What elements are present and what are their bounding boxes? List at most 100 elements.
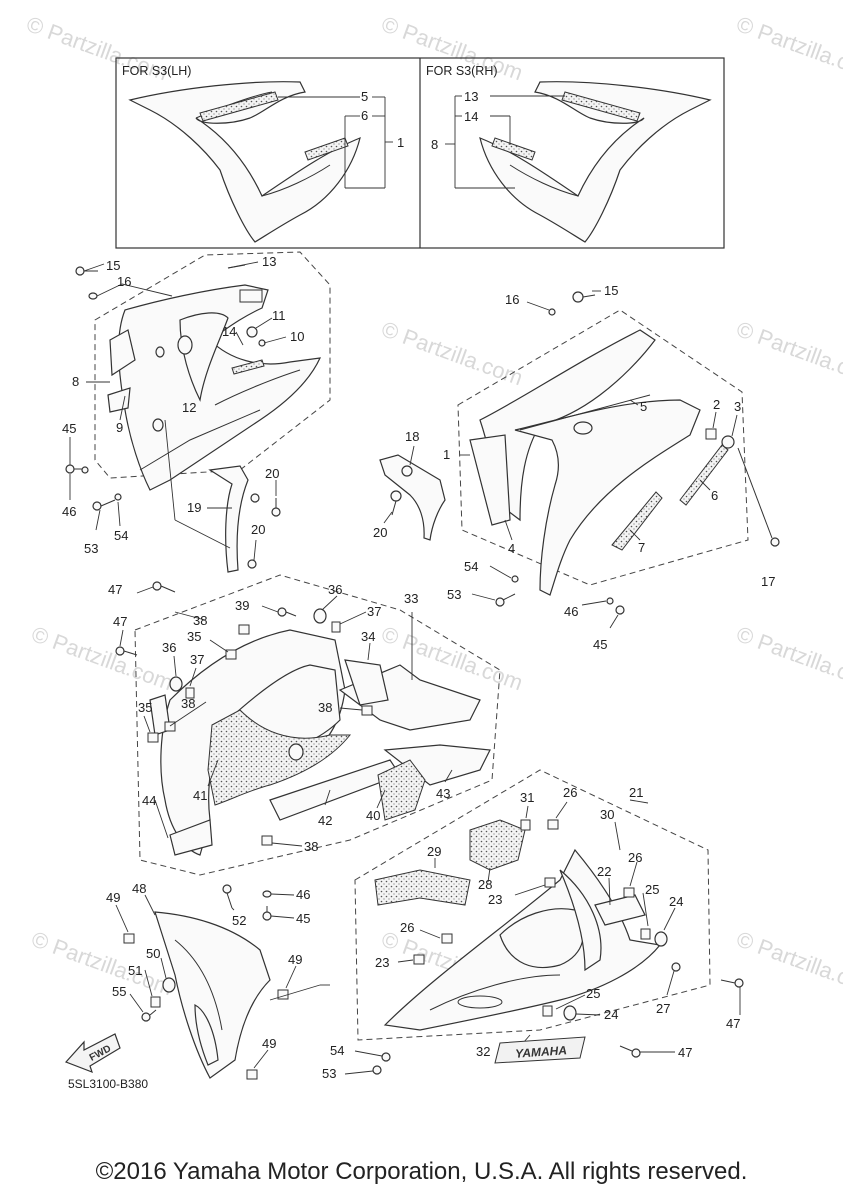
callout-12: 12 — [182, 400, 196, 415]
callout-46: 46 — [564, 604, 578, 619]
callout-38: 38 — [304, 839, 318, 854]
callout-51: 51 — [128, 963, 142, 978]
callout-54: 54 — [114, 528, 128, 543]
callout-42: 42 — [318, 813, 332, 828]
callout-41: 41 — [193, 788, 207, 803]
callout-13: 13 — [464, 89, 478, 104]
callout-48: 48 — [132, 881, 146, 896]
callout-47: 47 — [113, 614, 127, 629]
callout-38: 38 — [318, 700, 332, 715]
callout-47: 47 — [108, 582, 122, 597]
callout-6: 6 — [711, 488, 718, 503]
callout-24: 24 — [604, 1007, 618, 1022]
lh-box-label: FOR S3(LH) — [122, 64, 191, 78]
callout-26: 26 — [563, 785, 577, 800]
callout-26: 26 — [400, 920, 414, 935]
callout-14: 14 — [464, 109, 478, 124]
callout-16: 16 — [505, 292, 519, 307]
copyright-notice: ©2016 Yamaha Motor Corporation, U.S.A. A… — [95, 1158, 748, 1185]
callout-44: 44 — [142, 793, 156, 808]
callout-53: 53 — [447, 587, 461, 602]
fwd-arrow-icon: FWD — [64, 1033, 121, 1074]
callout-29: 29 — [427, 844, 441, 859]
callout-18: 18 — [405, 429, 419, 444]
callout-55: 55 — [112, 984, 126, 999]
callout-38: 38 — [193, 613, 207, 628]
callout-37: 37 — [190, 652, 204, 667]
callout-1: 1 — [443, 447, 450, 462]
callout-13: 13 — [262, 254, 276, 269]
callout-53: 53 — [84, 541, 98, 556]
callout-36: 36 — [162, 640, 176, 655]
group-bracket-19: 19 20 20 — [164, 419, 281, 573]
yamaha-emblem-text: YAMAHA — [515, 1043, 568, 1061]
callout-27: 27 — [656, 1001, 670, 1016]
callout-25: 25 — [586, 986, 600, 1001]
callout-8: 8 — [72, 374, 79, 389]
callout-31: 31 — [520, 790, 534, 805]
group-inner-panel-48: 49 48 49 50 51 55 49 — [106, 881, 330, 1080]
callout-37: 37 — [367, 604, 381, 619]
callout-32: 32 — [476, 1044, 490, 1059]
callout-26: 26 — [628, 850, 642, 865]
yamaha-emblem: YAMAHA — [494, 1036, 586, 1064]
callout-52: 52 — [232, 913, 246, 928]
group-under-cowl-21: 31 26 21 30 29 28 23 26 22 25 24 26 23 2… — [322, 769, 744, 1081]
group-fasteners-center: 46 45 52 — [222, 884, 310, 928]
watermark-text: © Partzilla.com — [28, 926, 176, 1000]
callout-16: 16 — [117, 274, 131, 289]
top-variant-boxes: FOR S3(LH) FOR S3(RH) 5 — [115, 57, 725, 249]
callout-15: 15 — [106, 258, 120, 273]
group-side-cowl-1: 16 15 5 2 3 6 1 4 7 17 54 53 46 45 — [443, 283, 780, 652]
watermark-text: © Partzilla.com — [733, 316, 843, 390]
callout-3: 3 — [734, 399, 741, 414]
callout-4: 4 — [508, 541, 515, 556]
callout-23: 23 — [375, 955, 389, 970]
callout-19: 19 — [187, 500, 201, 515]
callout-54: 54 — [464, 559, 478, 574]
callout-43: 43 — [436, 786, 450, 801]
group-upper-cowl-33: 47 38 39 36 37 33 34 47 35 36 37 38 35 3… — [108, 574, 501, 876]
watermark-text: © Partzilla.com — [28, 621, 176, 695]
callout-45: 45 — [62, 421, 76, 436]
callout-46: 46 — [296, 887, 310, 902]
callout-40: 40 — [366, 808, 380, 823]
callout-33: 33 — [404, 591, 418, 606]
callout-53: 53 — [322, 1066, 336, 1081]
callout-5: 5 — [640, 399, 647, 414]
callout-7: 7 — [638, 540, 645, 555]
callout-38: 38 — [181, 696, 195, 711]
callout-35: 35 — [138, 700, 152, 715]
callout-30: 30 — [600, 807, 614, 822]
callout-49: 49 — [106, 890, 120, 905]
group-side-cowl-8: 15 16 13 11 14 10 8 12 9 45 46 53 54 — [62, 251, 331, 556]
callout-50: 50 — [146, 946, 160, 961]
callout-21: 21 — [629, 785, 643, 800]
watermark-text: © Partzilla.com — [733, 926, 843, 1000]
callout-45: 45 — [296, 911, 310, 926]
callout-20: 20 — [251, 522, 265, 537]
watermark-text: © Partzilla.com — [378, 316, 526, 390]
callout-39: 39 — [235, 598, 249, 613]
callout-11: 11 — [272, 308, 286, 323]
callout-54: 54 — [330, 1043, 344, 1058]
callout-8: 8 — [431, 137, 438, 152]
callout-17: 17 — [761, 574, 775, 589]
rh-box-leaders: 13 14 8 — [431, 89, 565, 189]
callout-14: 14 — [222, 324, 236, 339]
callout-49: 49 — [288, 952, 302, 967]
diagram-code: 5SL3100-B380 — [68, 1077, 148, 1091]
callout-25: 25 — [645, 882, 659, 897]
callout-10: 10 — [290, 329, 304, 344]
watermark-text: © Partzilla.com — [733, 11, 843, 85]
callout-6: 6 — [361, 108, 368, 123]
callout-46: 46 — [62, 504, 76, 519]
callout-36: 36 — [328, 582, 342, 597]
callout-45: 45 — [593, 637, 607, 652]
callout-24: 24 — [669, 894, 683, 909]
callout-49: 49 — [262, 1036, 276, 1051]
callout-9: 9 — [116, 420, 123, 435]
callout-2: 2 — [713, 397, 720, 412]
callout-28: 28 — [478, 877, 492, 892]
